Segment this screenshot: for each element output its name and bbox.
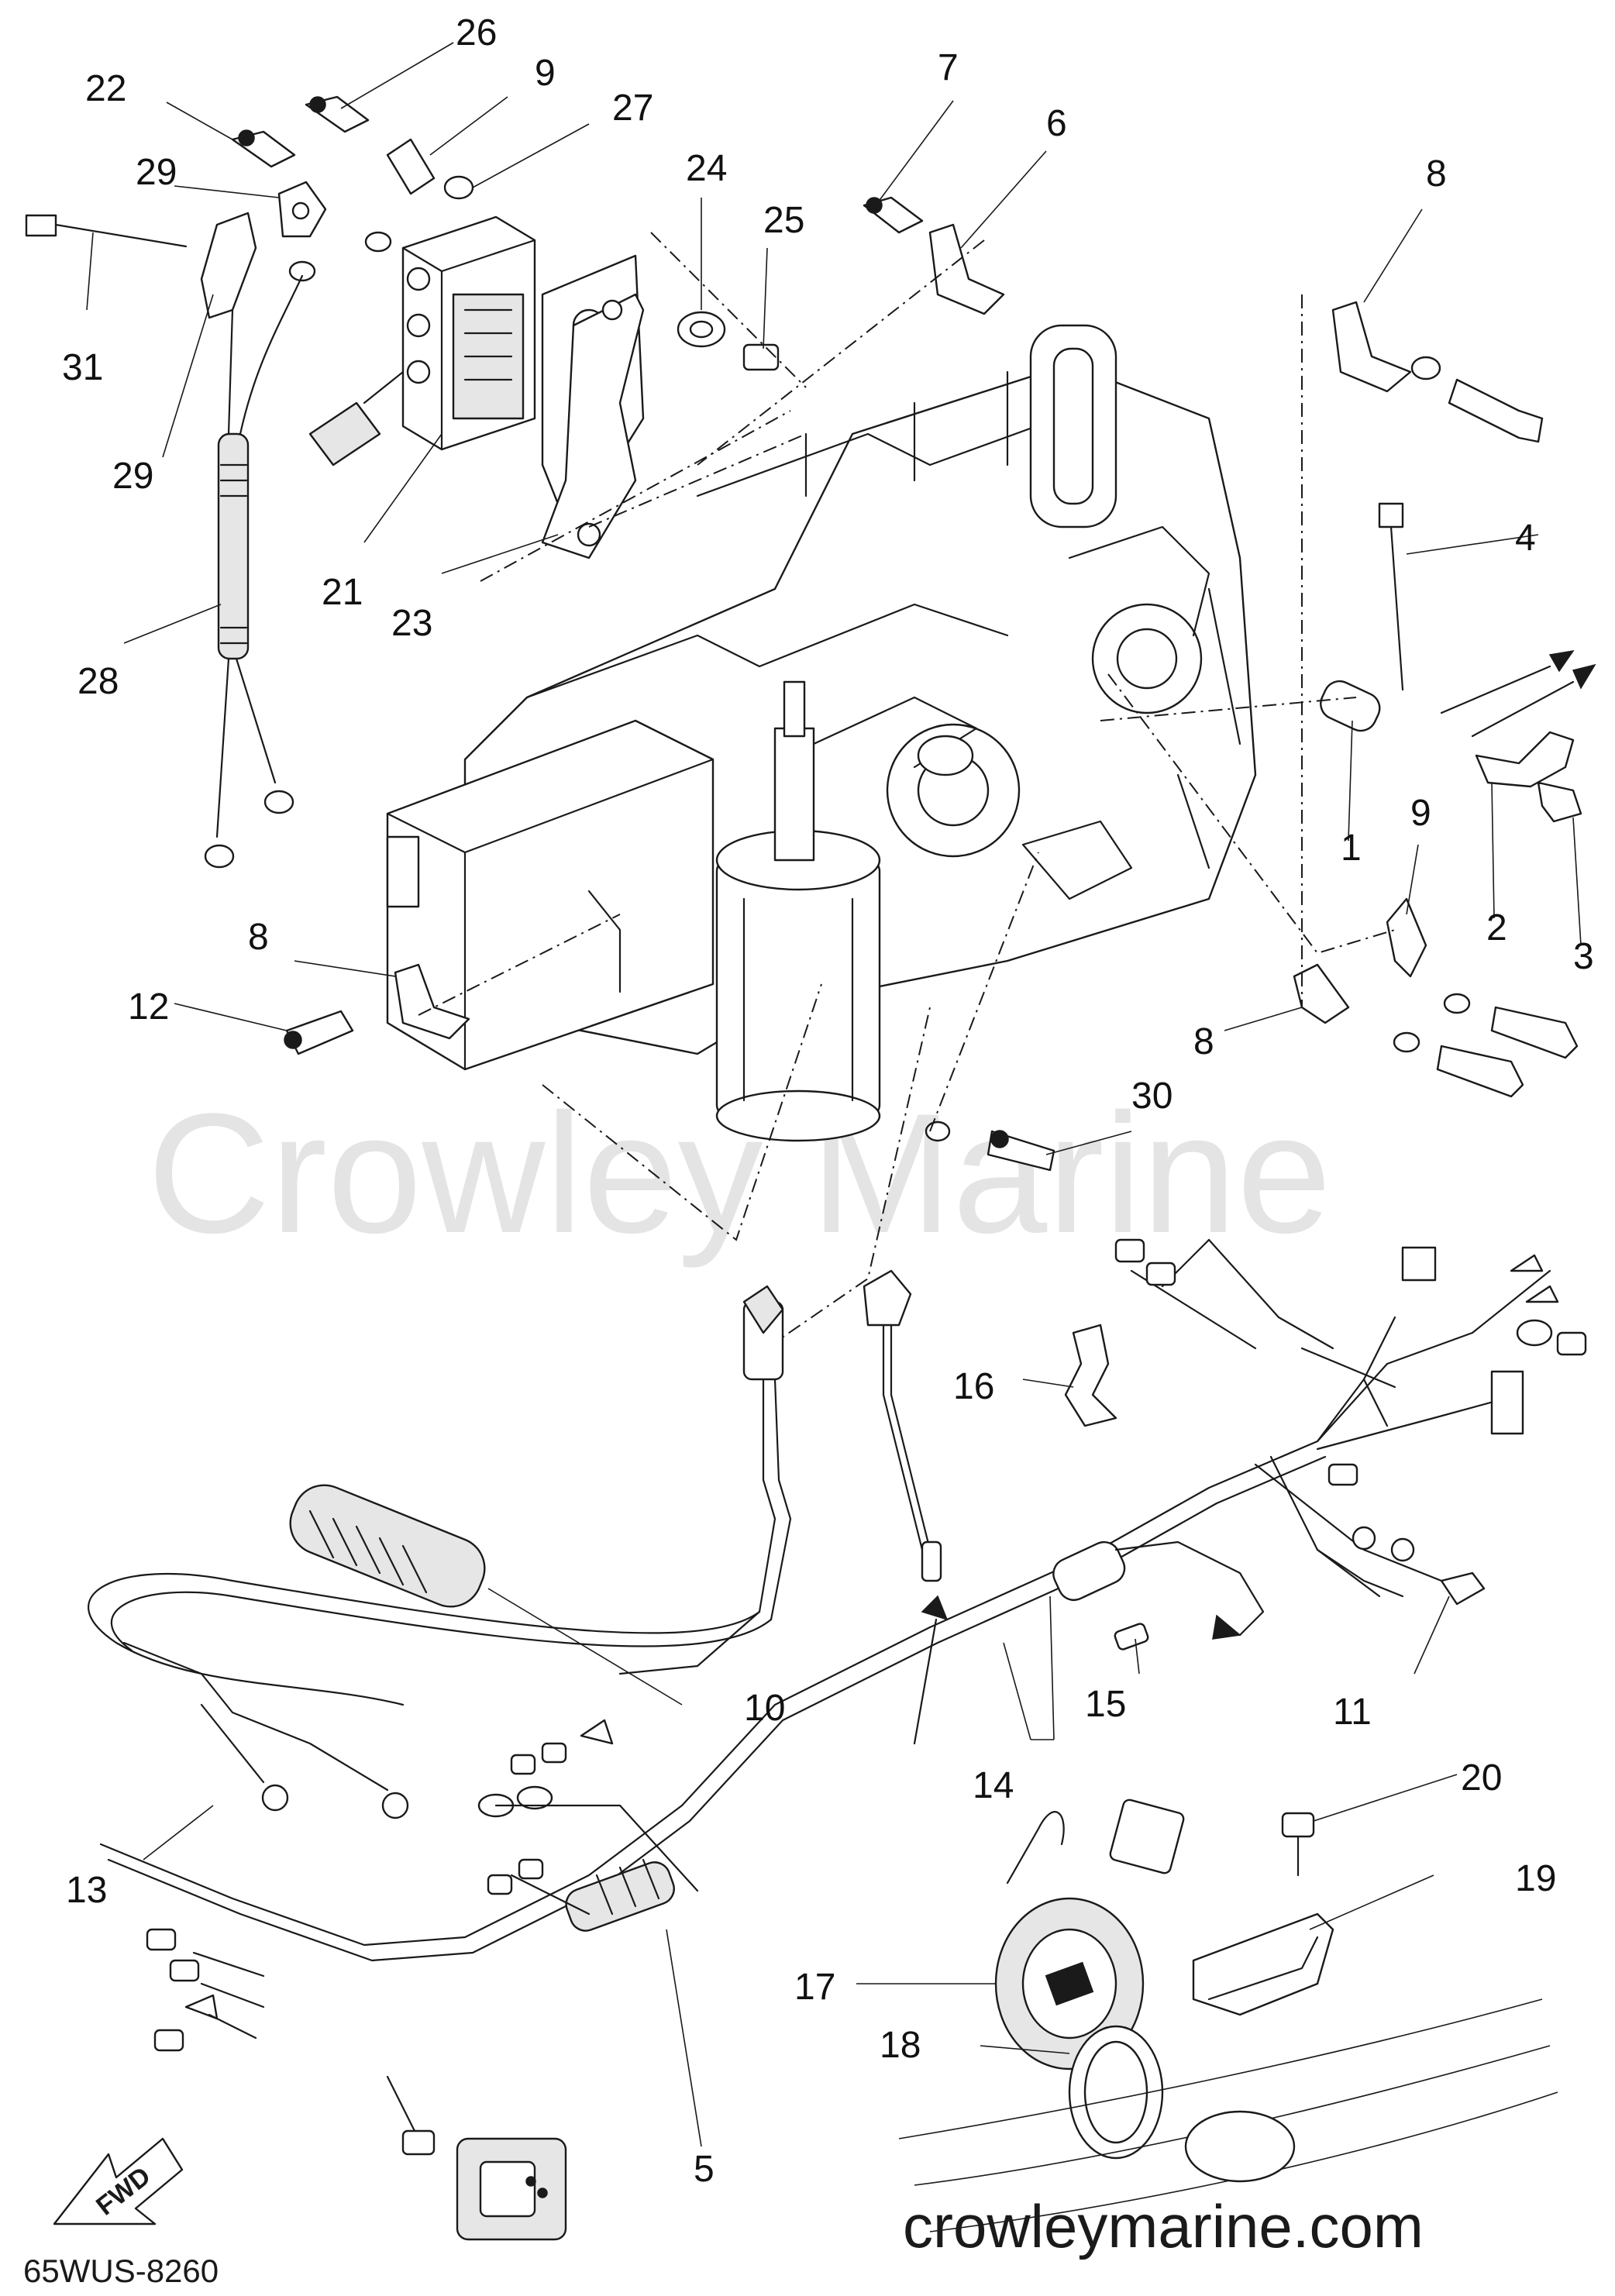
washer-27 (443, 175, 474, 200)
callout-29: 29 (136, 152, 177, 193)
callout-11: 11 (1333, 1692, 1372, 1733)
clamp-9-right (1386, 897, 1427, 978)
callout-5: 5 (694, 2149, 715, 2190)
bolt-22 (231, 129, 296, 168)
callout-13: 13 (66, 1870, 107, 1911)
callout-3: 3 (1573, 936, 1594, 977)
cable-tie-4 (1378, 502, 1404, 691)
fuse-15 (1114, 1623, 1149, 1651)
clamp-8-right (1293, 963, 1350, 1024)
callout-14: 14 (973, 1765, 1014, 1806)
clamp-9-top (386, 138, 436, 195)
callout-28: 28 (77, 661, 119, 702)
mount-bracket (541, 293, 645, 559)
callout-16: 16 (953, 1366, 994, 1407)
leader-lines (86, 42, 1582, 2147)
callout-25: 25 (763, 200, 804, 241)
battery-lead-11 (1316, 1526, 1486, 1606)
callout-10: 10 (744, 1688, 785, 1729)
drawing-code: 65WUS-8260 (23, 2253, 219, 2289)
callout-8: 8 (1426, 153, 1447, 194)
loose-connectors (146, 1719, 699, 2052)
callout-18: 18 (880, 2025, 921, 2066)
callout-9: 9 (1410, 793, 1431, 834)
callout-21: 21 (322, 572, 363, 613)
cable-tie-31 (25, 214, 188, 248)
big-loop-lead (88, 1572, 773, 1706)
site-url: crowleymarine.com (903, 2192, 1424, 2260)
spark-plug-cap-29b (200, 212, 257, 319)
callout-26: 26 (456, 12, 497, 53)
ground-lead-13 (122, 1641, 409, 1819)
callouts: 26 9 22 27 29 24 7 6 25 8 31 29 21 23 4 … (62, 12, 1594, 2190)
cover-19 (1192, 1912, 1334, 2016)
callout-24: 24 (686, 148, 727, 189)
protector-10 (289, 1484, 486, 1608)
callout-7: 7 (938, 47, 959, 88)
callout-22: 22 (85, 68, 126, 109)
callout-1: 1 (1341, 828, 1362, 869)
bolt-12 (284, 1010, 354, 1055)
left-bracket-assembly (386, 719, 715, 1071)
wire-harness (99, 1238, 1551, 1962)
fuse-holder-14 (1052, 1540, 1265, 1640)
bolts-right (1393, 993, 1579, 1098)
clamp-8-left (394, 963, 470, 1040)
main-connector (386, 2075, 567, 2241)
cowling-edge (898, 1998, 1558, 2232)
forward-arrow-icon: FWD (53, 2137, 184, 2225)
callout-31: 31 (62, 347, 103, 388)
grommet-24 (677, 311, 726, 348)
callout-29: 29 (112, 456, 153, 497)
callout-6: 6 (1046, 103, 1067, 144)
bolt-26 (305, 95, 370, 133)
clamp-16 (1064, 1324, 1117, 1427)
callout-30: 30 (1131, 1076, 1173, 1117)
high-tension-lead-28 (204, 274, 304, 869)
spark-plug-cap-29a (277, 181, 327, 238)
callout-15: 15 (1085, 1684, 1126, 1725)
bolt-20 (1281, 1812, 1315, 1877)
callout-4: 4 (1515, 518, 1536, 559)
callout-20: 20 (1461, 1757, 1502, 1799)
high-tension-leads (618, 1269, 949, 1745)
callout-27: 27 (612, 88, 653, 129)
wire-arrows (1440, 649, 1596, 738)
washers-left (288, 231, 392, 282)
bolt-7 (863, 196, 924, 234)
starter-motor (715, 680, 881, 1142)
assembly-guide-lines (418, 232, 1396, 1365)
harness-connectors-right (1114, 1238, 1587, 1486)
callout-17: 17 (794, 1967, 835, 2008)
clip-2 (1475, 731, 1575, 788)
bolt-30 (925, 1120, 1055, 1172)
bolt-3 (1537, 781, 1582, 823)
clamp-8-top (1331, 301, 1412, 393)
seal-18 (1068, 2025, 1164, 2160)
sleeve-1 (1320, 680, 1381, 732)
callout-19: 19 (1515, 1858, 1556, 1899)
callout-8: 8 (248, 917, 269, 958)
collar-25 (742, 343, 780, 371)
callout-12: 12 (128, 986, 169, 1028)
grommet-17 (994, 1799, 1185, 2071)
washer-bolt-top-right (1410, 356, 1544, 443)
callout-9: 9 (535, 53, 556, 94)
cdi-unit (308, 215, 536, 466)
clamp-6 (928, 223, 1005, 315)
callout-23: 23 (391, 603, 432, 644)
callout-8: 8 (1193, 1021, 1214, 1062)
callout-2: 2 (1486, 907, 1507, 948)
